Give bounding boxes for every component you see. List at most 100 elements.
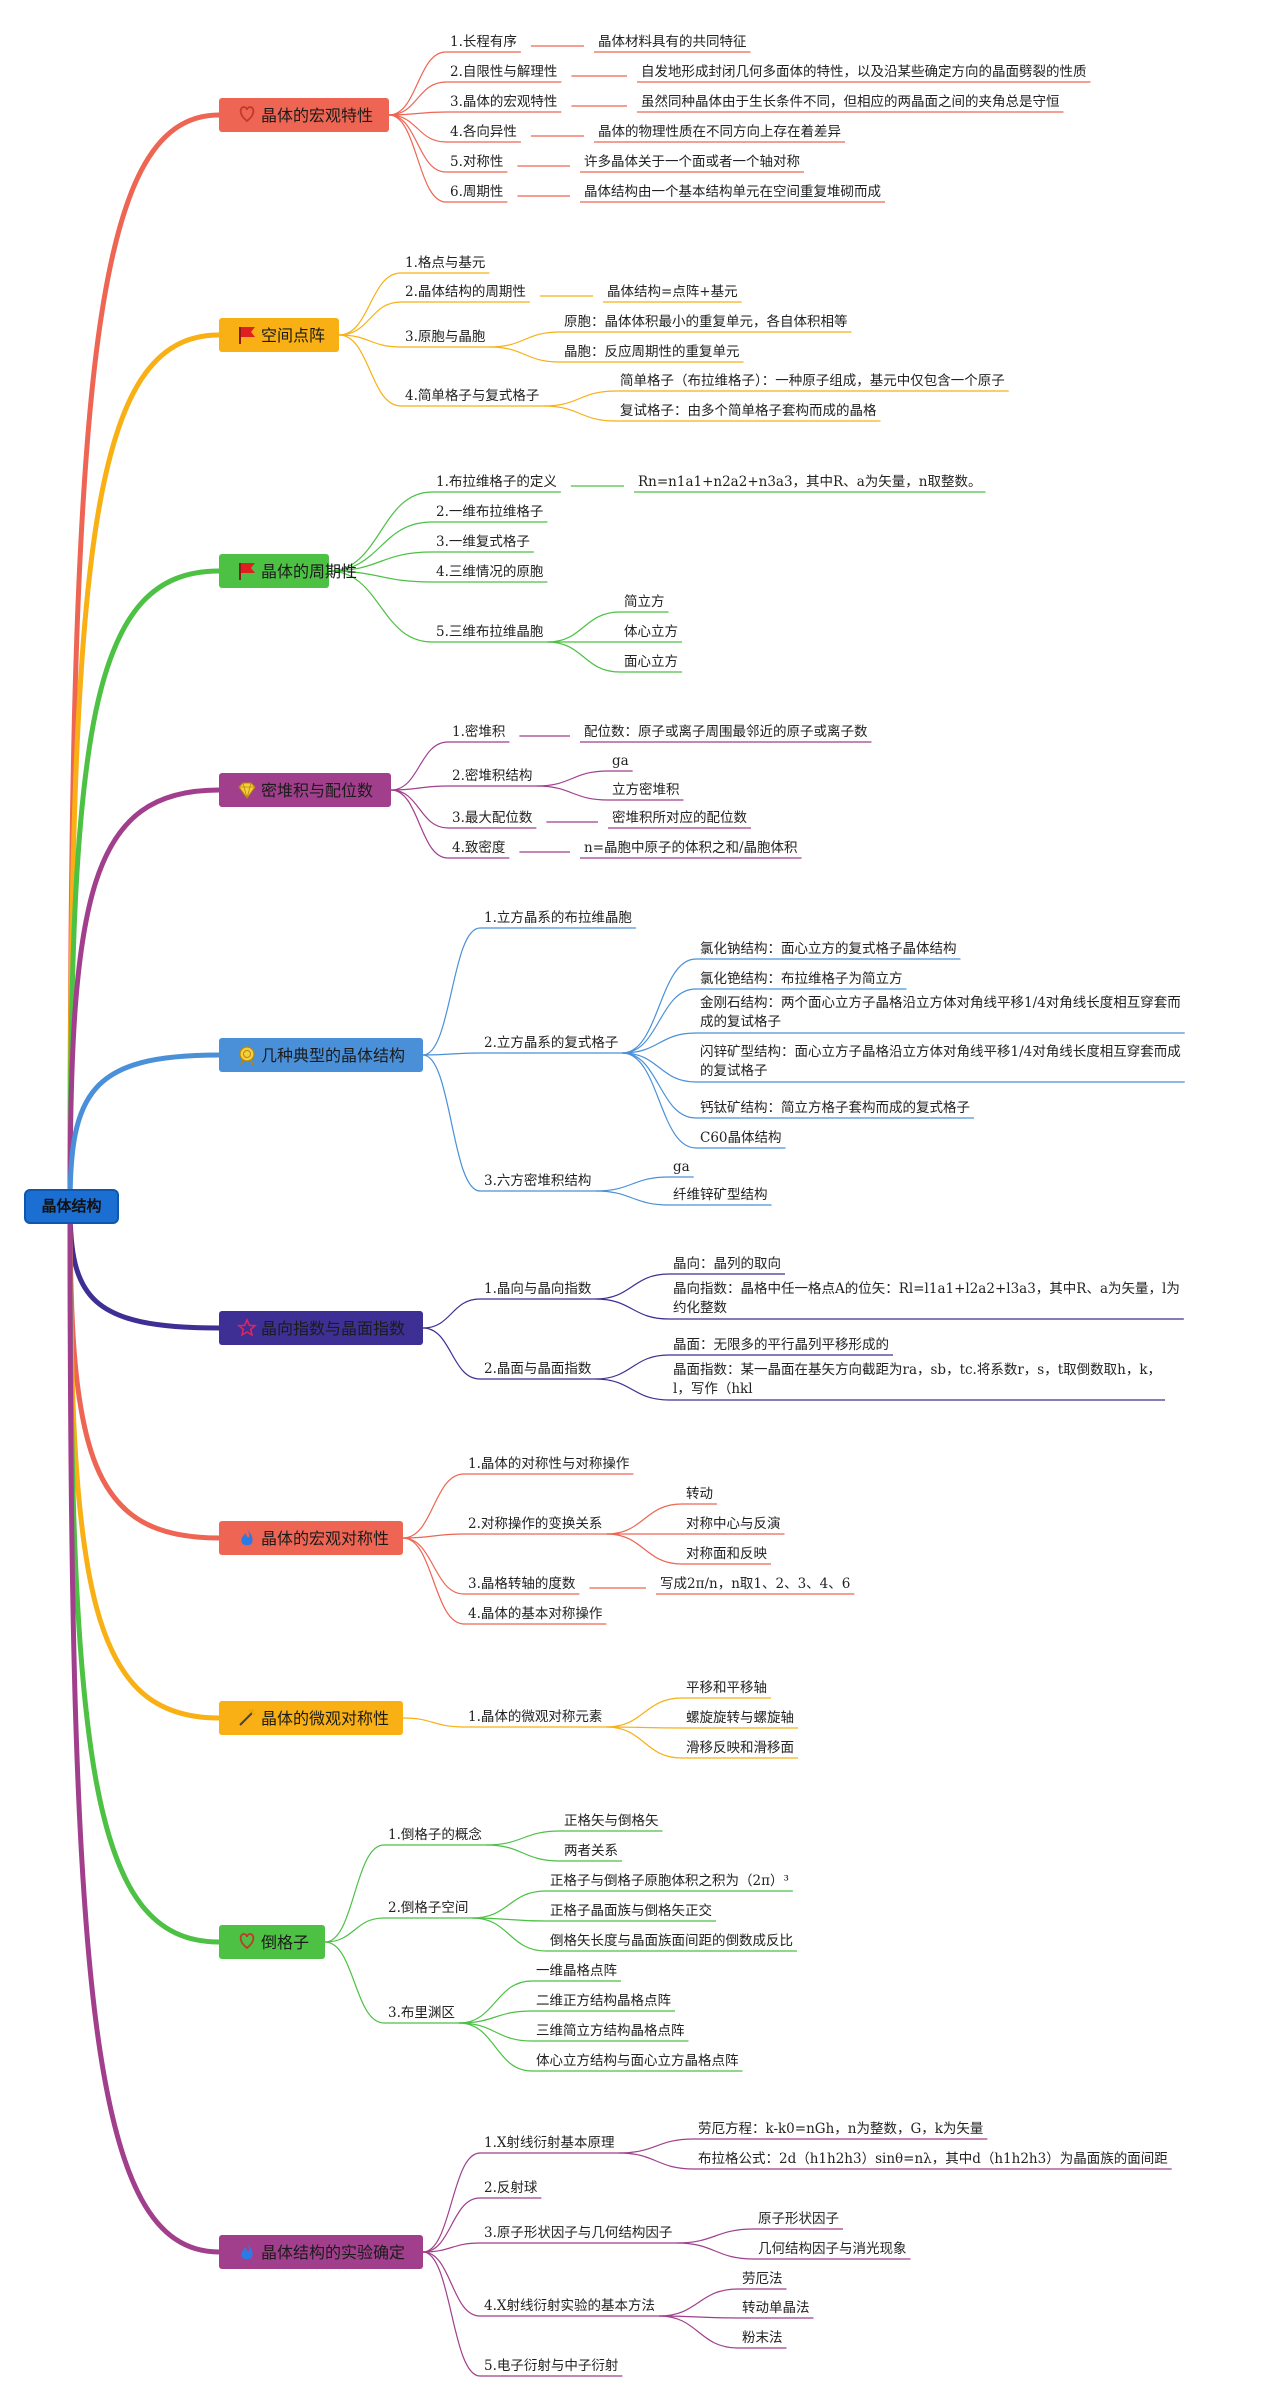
branch-9-item-2-detail-2[interactable]: 正格子晶面族与倒格矢正交 bbox=[550, 1902, 712, 1919]
branch-9-item-3[interactable]: 3.布里渊区 bbox=[388, 2005, 455, 2021]
branch-6-item-2-detail-1[interactable]: 晶面：无限多的平行晶列平移形成的 bbox=[673, 1336, 889, 1353]
branch-1-item-2-detail-1[interactable]: 自发地形成封闭几何多面体的特性，以及沿某些确定方向的晶面劈裂的性质 bbox=[641, 63, 1087, 80]
branch-node-10[interactable]: 晶体结构的实验确定 bbox=[219, 2235, 423, 2269]
branch-10-item-4-detail-2[interactable]: 转动单晶法 bbox=[742, 2300, 810, 2316]
branch-9-item-1-detail-2[interactable]: 两者关系 bbox=[564, 1843, 618, 1859]
branch-3-item-1-detail-1[interactable]: Rn=n1a1+n2a2+n3a3，其中R、a为矢量，n取整数。 bbox=[638, 474, 981, 490]
branch-8-item-1[interactable]: 1.晶体的微观对称元素 bbox=[468, 1709, 602, 1725]
branch-10-item-5[interactable]: 5.电子衍射与中子衍射 bbox=[484, 2358, 618, 2374]
branch-6-item-1-detail-1[interactable]: 晶向：晶列的取向 bbox=[673, 1256, 781, 1272]
branch-node-9[interactable]: 倒格子 bbox=[219, 1925, 325, 1959]
branch-2-item-4[interactable]: 4.简单格子与复式格子 bbox=[405, 387, 539, 404]
branch-10-item-3[interactable]: 3.原子形状因子与几何结构因子 bbox=[484, 2225, 672, 2241]
branch-3-item-4[interactable]: 4.三维情况的原胞 bbox=[436, 564, 544, 580]
branch-5-item-2-detail-2[interactable]: 氯化铯结构：布拉维格子为简立方 bbox=[700, 970, 903, 987]
branch-5-item-2-detail-4[interactable]: 闪锌矿型结构：面心立方子晶格沿立方体对角线平移1/4对角线长度相互穿套而成的复试… bbox=[700, 1044, 1181, 1079]
branch-3-item-2[interactable]: 2.一维布拉维格子 bbox=[436, 504, 543, 520]
branch-9-item-1-detail-1[interactable]: 正格矢与倒格矢 bbox=[564, 1813, 659, 1829]
branch-2-item-3-detail-1[interactable]: 原胞：晶体体积最小的重复单元，各自体积相等 bbox=[564, 313, 848, 330]
branch-3-item-5-detail-2[interactable]: 体心立方 bbox=[624, 624, 678, 640]
branch-10-item-4-detail-3[interactable]: 粉末法 bbox=[742, 2330, 783, 2346]
branch-9-item-1[interactable]: 1.倒格子的概念 bbox=[388, 1826, 482, 1843]
branch-node-7[interactable]: 晶体的宏观对称性 bbox=[219, 1521, 403, 1555]
branch-1-item-3-detail-1[interactable]: 虽然同种晶体由于生长条件不同，但相应的两晶面之间的夹角总是守恒 bbox=[641, 93, 1060, 110]
branch-4-item-2-detail-2[interactable]: 立方密堆积 bbox=[612, 781, 680, 798]
branch-7-item-1[interactable]: 1.晶体的对称性与对称操作 bbox=[468, 1456, 629, 1472]
branch-5-item-2-detail-5[interactable]: 钙钛矿结构：简立方格子套构而成的复式格子 bbox=[700, 1099, 970, 1116]
branch-9-item-3-detail-4[interactable]: 体心立方结构与面心立方晶格点阵 bbox=[536, 2053, 739, 2069]
branch-4-item-3[interactable]: 3.最大配位数 bbox=[452, 810, 533, 826]
branch-2-item-4-detail-1[interactable]: 简单格子（布拉维格子）：一种原子组成，基元中仅包含一个原子 bbox=[620, 372, 1005, 389]
branch-3-item-5[interactable]: 5.三维布拉维晶胞 bbox=[436, 624, 544, 640]
branch-10-item-4[interactable]: 4.X射线衍射实验的基本方法 bbox=[484, 2297, 655, 2314]
branch-node-5[interactable]: 几种典型的晶体结构 bbox=[219, 1038, 423, 1072]
branch-10-item-3-detail-1[interactable]: 原子形状因子 bbox=[758, 2211, 839, 2227]
branch-1-item-1-detail-1[interactable]: 晶体材料具有的共同特征 bbox=[598, 34, 747, 50]
branch-9-item-3-detail-1[interactable]: 一维晶格点阵 bbox=[536, 1963, 617, 1979]
branch-10-item-2[interactable]: 2.反射球 bbox=[484, 2180, 538, 2196]
branch-8-item-1-detail-1[interactable]: 平移和平移轴 bbox=[686, 1680, 767, 1696]
root-node[interactable]: 晶体结构 bbox=[24, 1189, 119, 1224]
branch-node-1[interactable]: 晶体的宏观特性 bbox=[219, 98, 389, 132]
branch-node-8[interactable]: 晶体的微观对称性 bbox=[219, 1701, 403, 1735]
branch-8-item-1-detail-2[interactable]: 螺旋旋转与螺旋轴 bbox=[686, 1710, 794, 1726]
branch-2-item-3-detail-2[interactable]: 晶胞：反应周期性的重复单元 bbox=[564, 343, 740, 360]
branch-3-item-5-detail-3[interactable]: 面心立方 bbox=[624, 654, 678, 670]
branch-5-item-3-detail-1[interactable]: ga bbox=[673, 1159, 690, 1175]
branch-7-item-4[interactable]: 4.晶体的基本对称操作 bbox=[468, 1605, 602, 1622]
branch-2-item-2-detail-1[interactable]: 晶体结构=点阵+基元 bbox=[607, 283, 738, 300]
branch-3-item-5-detail-1[interactable]: 简立方 bbox=[624, 593, 665, 610]
branch-1-item-4-detail-1[interactable]: 晶体的物理性质在不同方向上存在着差异 bbox=[598, 123, 841, 140]
branch-node-2[interactable]: 空间点阵 bbox=[219, 318, 339, 352]
branch-7-item-3[interactable]: 3.晶格转轴的度数 bbox=[468, 1576, 576, 1592]
branch-4-item-1-detail-1[interactable]: 配位数：原子或离子周围最邻近的原子或离子数 bbox=[584, 723, 868, 740]
branch-4-item-1[interactable]: 1.密堆积 bbox=[452, 723, 505, 740]
branch-10-item-3-detail-2[interactable]: 几何结构因子与消光现象 bbox=[758, 2241, 907, 2257]
branch-2-item-2[interactable]: 2.晶体结构的周期性 bbox=[405, 284, 526, 300]
branch-4-item-3-detail-1[interactable]: 密堆积所对应的配位数 bbox=[612, 809, 747, 826]
branch-1-item-2[interactable]: 2.自限性与解理性 bbox=[450, 64, 557, 80]
branch-10-item-1-detail-1[interactable]: 劳厄方程：k-k0=nGh，n为整数，G，k为矢量 bbox=[698, 2121, 983, 2137]
branch-2-item-1[interactable]: 1.格点与基元 bbox=[405, 254, 485, 271]
branch-1-item-1[interactable]: 1.长程有序 bbox=[450, 34, 517, 50]
branch-5-item-3-detail-2[interactable]: 纤维锌矿型结构 bbox=[673, 1187, 768, 1203]
branch-4-item-2-detail-1[interactable]: ga bbox=[612, 753, 629, 769]
branch-node-4[interactable]: 密堆积与配位数 bbox=[219, 773, 391, 807]
branch-4-item-4[interactable]: 4.致密度 bbox=[452, 839, 505, 856]
branch-1-item-3[interactable]: 3.晶体的宏观特性 bbox=[450, 94, 557, 110]
branch-1-item-5-detail-1[interactable]: 许多晶体关于一个面或者一个轴对称 bbox=[584, 153, 800, 170]
branch-4-item-2[interactable]: 2.密堆积结构 bbox=[452, 767, 532, 784]
branch-node-6[interactable]: 晶向指数与晶面指数 bbox=[219, 1311, 423, 1345]
branch-5-item-1[interactable]: 1.立方晶系的布拉维晶胞 bbox=[484, 910, 632, 926]
branch-8-item-1-detail-3[interactable]: 滑移反映和滑移面 bbox=[686, 1740, 794, 1756]
branch-2-item-3[interactable]: 3.原胞与晶胞 bbox=[405, 329, 486, 345]
branch-5-item-2[interactable]: 2.立方晶系的复式格子 bbox=[484, 1034, 618, 1051]
branch-6-item-2[interactable]: 2.晶面与晶面指数 bbox=[484, 1361, 592, 1377]
branch-3-item-1[interactable]: 1.布拉维格子的定义 bbox=[436, 474, 557, 490]
branch-node-3[interactable]: 晶体的周期性 bbox=[219, 554, 357, 588]
branch-1-item-4[interactable]: 4.各向异性 bbox=[450, 124, 517, 140]
branch-1-item-6[interactable]: 6.周期性 bbox=[450, 184, 503, 200]
branch-5-item-2-detail-1[interactable]: 氯化钠结构：面心立方的复式格子晶体结构 bbox=[700, 940, 957, 957]
branch-10-item-1[interactable]: 1.X射线衍射基本原理 bbox=[484, 2134, 615, 2151]
branch-5-item-2-detail-6[interactable]: C60晶体结构 bbox=[700, 1130, 782, 1146]
branch-6-item-1[interactable]: 1.晶向与晶向指数 bbox=[484, 1281, 592, 1297]
branch-7-item-2[interactable]: 2.对称操作的变换关系 bbox=[468, 1516, 602, 1532]
branch-3-item-3[interactable]: 3.一维复式格子 bbox=[436, 533, 530, 550]
branch-10-item-4-detail-1[interactable]: 劳厄法 bbox=[742, 2271, 783, 2287]
branch-9-item-2[interactable]: 2.倒格子空间 bbox=[388, 1900, 468, 1916]
branch-4-item-4-detail-1[interactable]: n=晶胞中原子的体积之和/晶胞体积 bbox=[584, 840, 798, 856]
branch-5-item-3[interactable]: 3.六方密堆积结构 bbox=[484, 1172, 591, 1189]
branch-7-item-2-detail-3[interactable]: 对称面和反映 bbox=[686, 1546, 767, 1562]
branch-5-item-2-detail-3[interactable]: 金刚石结构：两个面心立方子晶格沿立方体对角线平移1/4对角线长度相互穿套而成的复… bbox=[700, 995, 1181, 1030]
branch-9-item-2-detail-3[interactable]: 倒格矢长度与晶面族面间距的倒数成反比 bbox=[550, 1933, 793, 1949]
branch-7-item-2-detail-1[interactable]: 转动 bbox=[686, 1486, 713, 1502]
branch-10-item-1-detail-2[interactable]: 布拉格公式：2d（h1h2h3）sinθ=nλ，其中d（h1h2h3）为晶面族的… bbox=[698, 2151, 1168, 2167]
branch-9-item-2-detail-1[interactable]: 正格子与倒格子原胞体积之积为（2π）³ bbox=[550, 1873, 789, 1889]
branch-1-item-6-detail-1[interactable]: 晶体结构由一个基本结构单元在空间重复堆砌而成 bbox=[584, 183, 881, 200]
branch-6-item-1-detail-2[interactable]: 晶向指数：晶格中任一格点A的位矢：Rl=l1a1+l2a2+l3a3，其中R、a… bbox=[673, 1281, 1180, 1316]
branch-9-item-3-detail-3[interactable]: 三维简立方结构晶格点阵 bbox=[536, 2022, 685, 2039]
branch-7-item-2-detail-2[interactable]: 对称中心与反演 bbox=[686, 1516, 781, 1532]
branch-9-item-3-detail-2[interactable]: 二维正方结构晶格点阵 bbox=[536, 1993, 671, 2009]
branch-7-item-3-detail-1[interactable]: 写成2π/n，n取1、2、3、4、6 bbox=[660, 1576, 850, 1592]
